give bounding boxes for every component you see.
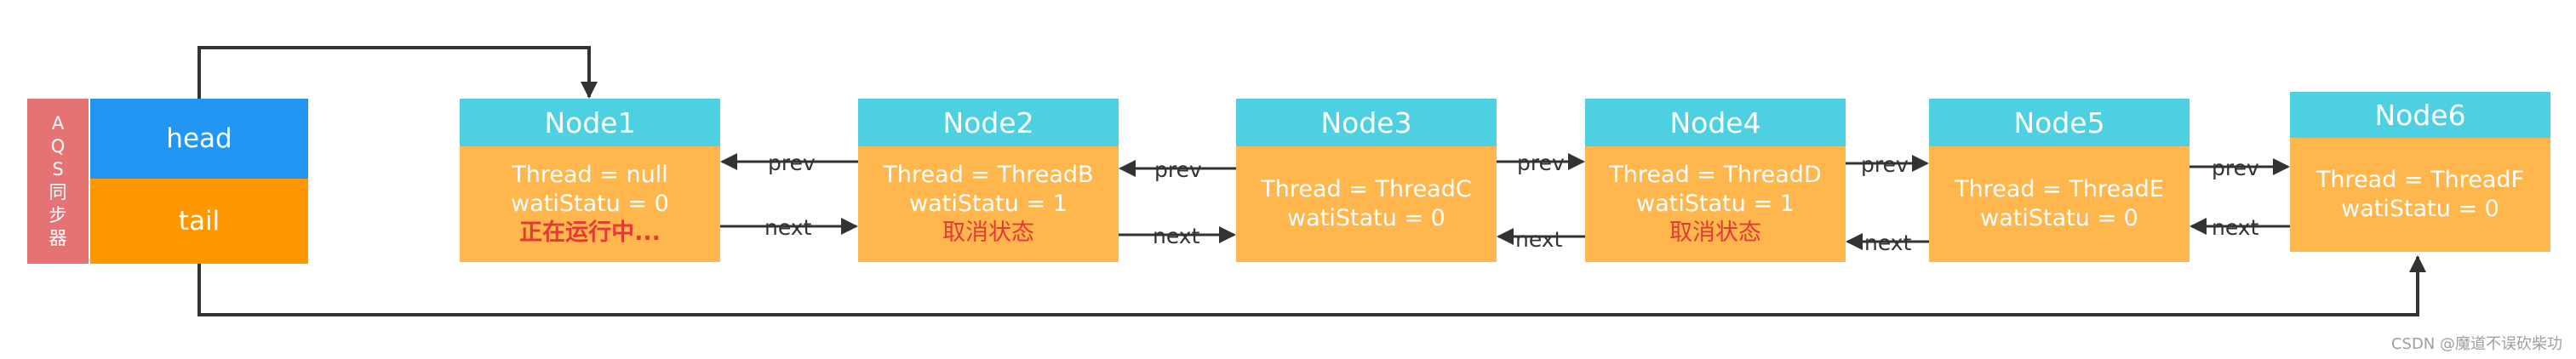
node-thread: Thread = ThreadE	[1955, 176, 2164, 202]
node-5: Node5 Thread = ThreadE watiStatu = 0	[1929, 99, 2190, 262]
aqs-label: A Q S 同 步 器	[27, 99, 89, 264]
node-3: Node3 Thread = ThreadC watiStatu = 0	[1236, 99, 1497, 262]
node-body: Thread = ThreadE watiStatu = 0	[1929, 146, 2190, 262]
aqs-label-char: A	[51, 113, 65, 134]
node-6: Node6 Thread = ThreadF watiStatu = 0	[2290, 92, 2550, 252]
node-thread: Thread = ThreadF	[2316, 167, 2525, 193]
node-title: Node1	[460, 99, 720, 146]
aqs-label-char: Q	[50, 136, 66, 157]
node-thread: Thread = null	[512, 162, 668, 188]
node-status: 取消状态	[942, 219, 1034, 246]
aqs-label-char: S	[52, 159, 64, 180]
node-wait-status: watiStatu = 1	[909, 191, 1068, 217]
prev-label: prev	[1861, 152, 1909, 177]
node-wait-status: watiStatu = 1	[1636, 191, 1795, 217]
tail-pointer-arrow	[197, 255, 2426, 316]
head-field: head	[90, 99, 308, 179]
prev-label: prev	[768, 151, 816, 175]
watermark: CSDN @魔道不误砍柴功	[2390, 335, 2562, 353]
prev-label: prev	[2212, 156, 2259, 180]
node-body: Thread = ThreadD watiStatu = 1 取消状态	[1585, 146, 1846, 262]
node-wait-status: watiStatu = 0	[511, 191, 669, 217]
node-body: Thread = ThreadC watiStatu = 0	[1236, 146, 1497, 262]
next-label: next	[764, 215, 812, 240]
node-title: Node6	[2290, 92, 2550, 138]
node-2: Node2 Thread = ThreadB watiStatu = 1 取消状…	[858, 99, 1119, 262]
node-wait-status: watiStatu = 0	[2341, 196, 2499, 222]
node-title: Node3	[1236, 99, 1497, 146]
next-label: next	[1515, 227, 1563, 252]
tail-field: tail	[90, 179, 308, 264]
node-title: Node2	[858, 99, 1119, 146]
node-thread: Thread = ThreadC	[1261, 176, 1472, 202]
node-1: Node1 Thread = null watiStatu = 0 正在运行中.…	[460, 99, 720, 262]
node-body: Thread = ThreadB watiStatu = 1 取消状态	[858, 146, 1119, 262]
next-label: next	[2212, 215, 2259, 240]
node-status: 取消状态	[1669, 219, 1761, 246]
node-title: Node4	[1585, 99, 1846, 146]
node-status: 正在运行中...	[519, 219, 661, 246]
node-4: Node4 Thread = ThreadD watiStatu = 1 取消状…	[1585, 99, 1846, 262]
next-label: next	[1153, 224, 1200, 248]
prev-label: prev	[1517, 151, 1565, 175]
node-wait-status: watiStatu = 0	[1980, 205, 2138, 231]
node-wait-status: watiStatu = 0	[1287, 205, 1445, 231]
aqs-label-char: 器	[49, 228, 67, 248]
node-body: Thread = ThreadF watiStatu = 0	[2290, 138, 2550, 252]
aqs-label-char: 步	[49, 205, 67, 225]
head-pointer-arrow	[197, 46, 598, 99]
aqs-label-char: 同	[49, 182, 67, 202]
node-title: Node5	[1929, 99, 2190, 146]
node-body: Thread = null watiStatu = 0 正在运行中...	[460, 146, 720, 262]
node-thread: Thread = ThreadB	[883, 162, 1094, 188]
next-label: next	[1864, 231, 1912, 255]
prev-label: prev	[1154, 157, 1202, 182]
node-thread: Thread = ThreadD	[1609, 162, 1822, 188]
